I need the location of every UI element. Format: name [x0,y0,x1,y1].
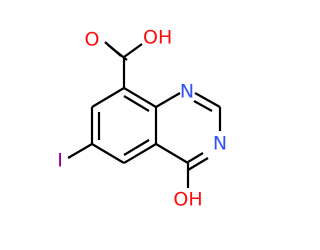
bond-c8-c7 [91,87,125,108]
bonds [67,41,222,188]
atom-label-n3: N [213,133,227,155]
bond-c4-c4a [155,143,189,164]
atom-label-acid-hydroxyl: OH [143,27,172,49]
structure-canvas: O OH N N I OH [57,26,228,211]
bond-n3-c4 [187,157,209,171]
bond-c6-i [67,143,93,159]
bond-n1-c2 [194,92,221,108]
atom-label-iodine: I [57,150,63,172]
bond-ccooh-oh [123,43,143,58]
bond-ccooh-o-double-2 [107,44,128,61]
bond-c8a-c8-inner [123,95,150,112]
bond-c8a-n1 [155,92,181,108]
atom-label-c4-hydroxyl: OH [173,189,202,211]
molecule-drawing: O OH N N I OH [57,27,227,211]
bond-n3-c4-inner [187,152,204,163]
bond-c6-c5 [91,143,125,164]
atom-labels: O OH N N I OH [57,27,227,211]
bond-n1-c2-inner [193,100,213,112]
bond-c5-c4a-inner [123,139,150,156]
bond-c8a-c8 [123,87,157,108]
atom-label-carbonyl-oxygen: O [85,29,100,51]
atom-label-n1: N [180,81,194,103]
bond-c5-c4a [123,143,157,164]
